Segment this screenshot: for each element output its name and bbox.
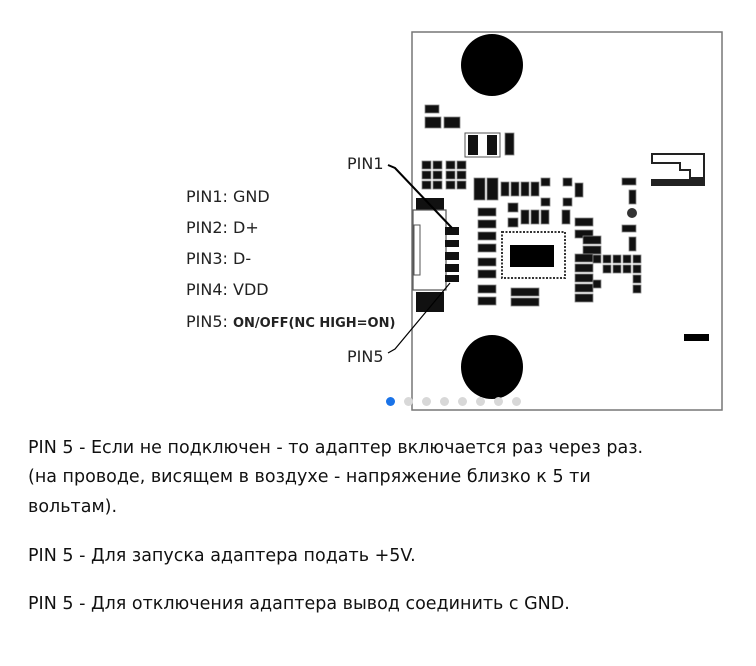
- pin-label: PIN3: D-: [186, 249, 252, 268]
- antenna: [651, 153, 705, 186]
- qfn-chip: [501, 231, 566, 279]
- marker-pad: [684, 334, 709, 341]
- note-line: PIN 5 - Для отключения адаптера вывод со…: [28, 594, 570, 614]
- note-line: (на проводе, висящем в воздухе - напряже…: [28, 467, 591, 487]
- carousel-dot[interactable]: [476, 397, 485, 406]
- test-point: [627, 208, 637, 218]
- note-line: вольтам).: [28, 497, 118, 517]
- carousel-dot[interactable]: [386, 397, 395, 406]
- mounting-hole-top: [461, 34, 523, 96]
- mounting-hole-bottom: [461, 335, 523, 399]
- inductor: [464, 132, 501, 158]
- note-line: PIN 5 - Если не подключен - то адаптер в…: [28, 438, 644, 458]
- carousel-dot[interactable]: [422, 397, 431, 406]
- callout-lines: [387, 164, 453, 354]
- pin1-callout: PIN1: [347, 154, 384, 173]
- usb-connector: [412, 198, 459, 312]
- pin-label: PIN2: D+: [186, 218, 259, 237]
- pin-label: PIN4: VDD: [186, 280, 269, 299]
- carousel-dot[interactable]: [512, 397, 521, 406]
- note-line: PIN 5 - Для запуска адаптера подать +5V.: [28, 546, 416, 566]
- pin-label: PIN1: GND: [186, 187, 270, 206]
- pin-label: PIN5: ON/OFF(NC HIGH=ON): [186, 312, 396, 331]
- smd-components: [421, 104, 642, 307]
- carousel-dot[interactable]: [458, 397, 467, 406]
- pin5-callout: PIN5: [347, 347, 384, 366]
- carousel-dot[interactable]: [404, 397, 413, 406]
- carousel-dot[interactable]: [440, 397, 449, 406]
- carousel-dot[interactable]: [494, 397, 503, 406]
